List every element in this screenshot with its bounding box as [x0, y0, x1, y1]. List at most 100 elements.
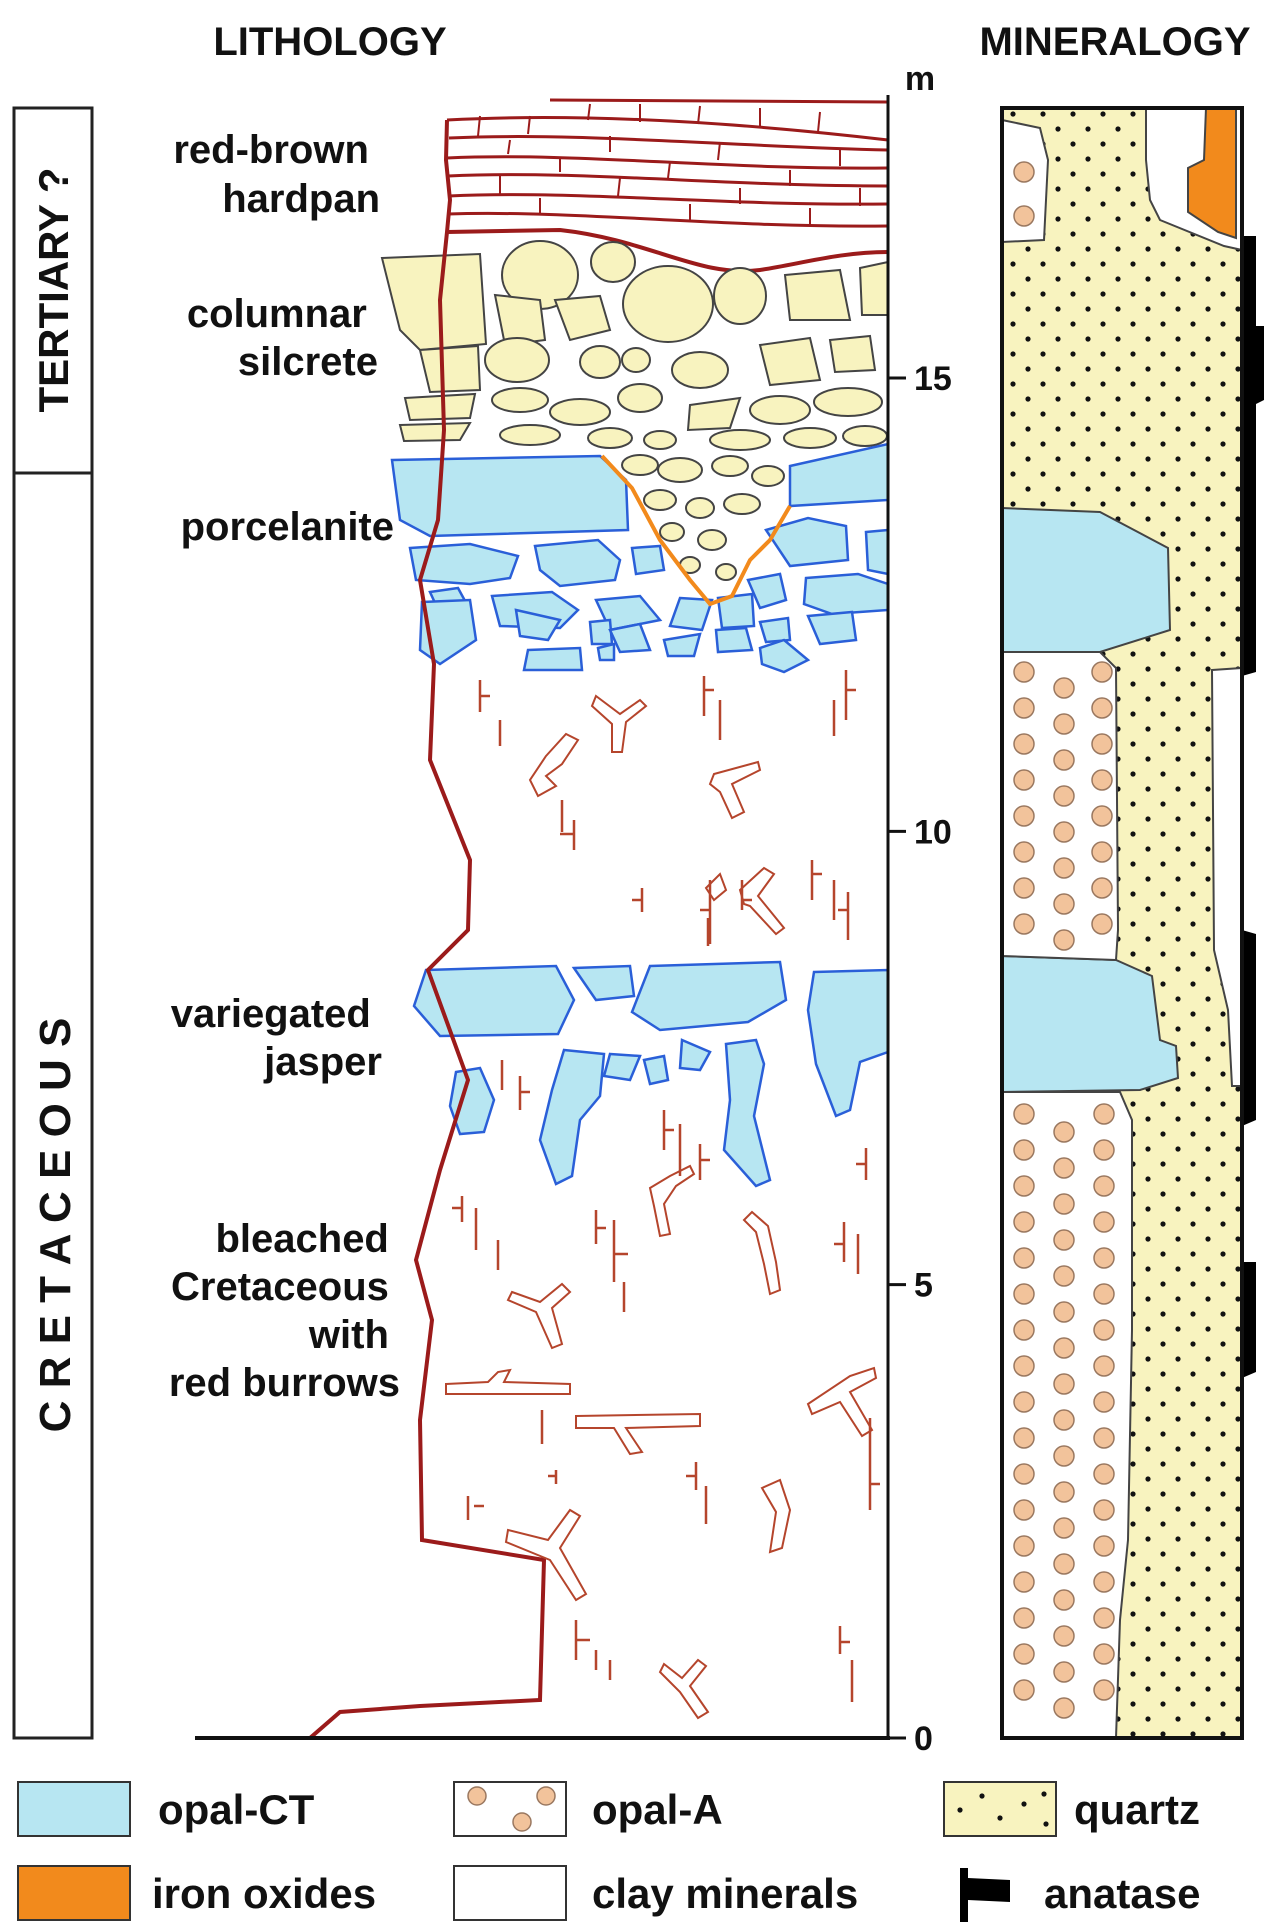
opal-a-grain	[1094, 1464, 1114, 1484]
opal-a-grain	[1094, 1104, 1114, 1124]
label-bleached-cretaceous: bleached Cretaceous with red burrows	[169, 1217, 400, 1405]
opal-a-grain	[1054, 1518, 1074, 1538]
svg-text:opal-A: opal-A	[592, 1786, 723, 1833]
label-hardpan: red-brown hardpan	[173, 128, 380, 221]
opal-a-grain	[1092, 878, 1112, 898]
period-column: TERTIARY ? C R E T A C E O U S	[14, 108, 92, 1738]
opal-a-grain	[1014, 1176, 1034, 1196]
lithology-column	[310, 100, 888, 1738]
period-label-tertiary: TERTIARY ?	[30, 167, 77, 412]
mineralogy-heading: MINERALOGY	[979, 20, 1250, 64]
opal-a-grain	[1092, 914, 1112, 934]
hardpan-layer	[446, 100, 888, 271]
opal-a-grain	[1094, 1356, 1114, 1376]
opal-a-grain	[1014, 842, 1034, 862]
opal-a-grain	[1094, 1644, 1114, 1664]
clay-minerals-swatch	[454, 1866, 566, 1920]
opal-a-grain	[1054, 1374, 1074, 1394]
iron-oxides-swatch	[18, 1866, 130, 1920]
opal-a-grain	[1094, 1248, 1114, 1268]
flag-icon	[960, 1868, 1010, 1922]
opal-a-grain	[1014, 1572, 1034, 1592]
opal-a-grain	[1014, 1320, 1034, 1340]
opal-a-grain	[1054, 1554, 1074, 1574]
opal-a-grain	[1092, 770, 1112, 790]
opal-ct-swatch	[18, 1782, 130, 1836]
svg-text:iron oxides: iron oxides	[152, 1870, 376, 1917]
opal-a-grain	[1014, 1500, 1034, 1520]
opal-a-grain	[1054, 786, 1074, 806]
opal-a-grain	[1014, 734, 1034, 754]
svg-text:opal-CT: opal-CT	[158, 1786, 315, 1833]
legend-item-clay-minerals: clay minerals	[454, 1866, 858, 1920]
opal-a-grain	[1094, 1428, 1114, 1448]
opal-a-grain	[1014, 806, 1034, 826]
opal-a-grain	[1014, 1644, 1034, 1664]
opal-a-grain	[1014, 914, 1034, 934]
svg-text:anatase: anatase	[1044, 1870, 1200, 1917]
legend: opal-CT opal-A quartz iron oxides clay m…	[18, 1782, 1200, 1922]
opal-a-grain	[1014, 206, 1034, 226]
opal-a-grain	[1054, 750, 1074, 770]
opal-a-grain	[1014, 1608, 1034, 1628]
opal-a-grain	[1054, 1590, 1074, 1610]
legend-item-anatase: anatase	[960, 1868, 1200, 1922]
opal-a-grain	[1054, 894, 1074, 914]
opal-a-grain	[1094, 1608, 1114, 1628]
label-silcrete: columnar silcrete	[187, 292, 378, 384]
opal-a-grain	[1054, 1230, 1074, 1250]
opal-a-grain	[1054, 1338, 1074, 1358]
mineralogy-column	[1002, 108, 1264, 1738]
opal-a-grain	[1014, 770, 1034, 790]
opal-a-grain	[1094, 1500, 1114, 1520]
opal-a-grain	[1054, 822, 1074, 842]
opal-a-grain	[1014, 1248, 1034, 1268]
opal-a-grain	[1014, 662, 1034, 682]
opal-a-grain	[1094, 1680, 1114, 1700]
opal-a-grain	[1094, 1392, 1114, 1412]
opal-a-grain	[1054, 1410, 1074, 1430]
opal-a-grain	[1014, 1104, 1034, 1124]
opal-a-grain	[1092, 806, 1112, 826]
scale-tick-label: 10	[914, 813, 952, 851]
opal-a-grain	[1054, 858, 1074, 878]
opal-a-grain	[1092, 734, 1112, 754]
opal-a-grain	[1094, 1536, 1114, 1556]
opal-a-grain	[1014, 878, 1034, 898]
opal-a-grain	[1092, 842, 1112, 862]
opal-ct-lower	[1002, 956, 1178, 1092]
opal-a-grain	[1054, 678, 1074, 698]
opal-a-grain	[1092, 698, 1112, 718]
opal-a-grain	[1014, 162, 1034, 182]
legend-item-opal-a: opal-A	[454, 1782, 723, 1836]
scale-tick-label: 0	[914, 1720, 933, 1758]
porcelanite-layer	[392, 444, 888, 672]
opal-a-grain	[1094, 1572, 1114, 1592]
label-jasper: variegated jasper	[171, 992, 382, 1084]
opal-a-grain	[1054, 1266, 1074, 1286]
opal-a-grain	[1014, 1428, 1034, 1448]
opal-a-grain	[1014, 1212, 1034, 1232]
opal-a-grain	[1014, 1536, 1034, 1556]
scale-tick-label: 5	[914, 1267, 933, 1305]
opal-a-grain	[1094, 1140, 1114, 1160]
opal-a-grain	[1014, 1140, 1034, 1160]
unit-labels: red-brown hardpan columnar silcrete porc…	[169, 128, 400, 1405]
opal-a-grain	[1054, 1122, 1074, 1142]
opal-a-grain	[1094, 1320, 1114, 1340]
opal-a-grain	[1014, 1392, 1034, 1412]
opal-a-grain	[1014, 1464, 1034, 1484]
legend-item-opal-ct: opal-CT	[18, 1782, 315, 1836]
svg-text:quartz: quartz	[1074, 1786, 1200, 1833]
opal-a-grain	[1094, 1284, 1114, 1304]
legend-item-iron-oxides: iron oxides	[18, 1866, 376, 1920]
opal-a-grain	[1054, 930, 1074, 950]
opal-a-grain	[1054, 1158, 1074, 1178]
opal-a-grain	[1092, 662, 1112, 682]
opal-a-grain	[1094, 1212, 1114, 1232]
jasper-layer	[414, 962, 888, 1186]
opal-a-grain	[1014, 1680, 1034, 1700]
opal-a-grain	[1054, 1446, 1074, 1466]
opal-a-grain	[1014, 1356, 1034, 1376]
